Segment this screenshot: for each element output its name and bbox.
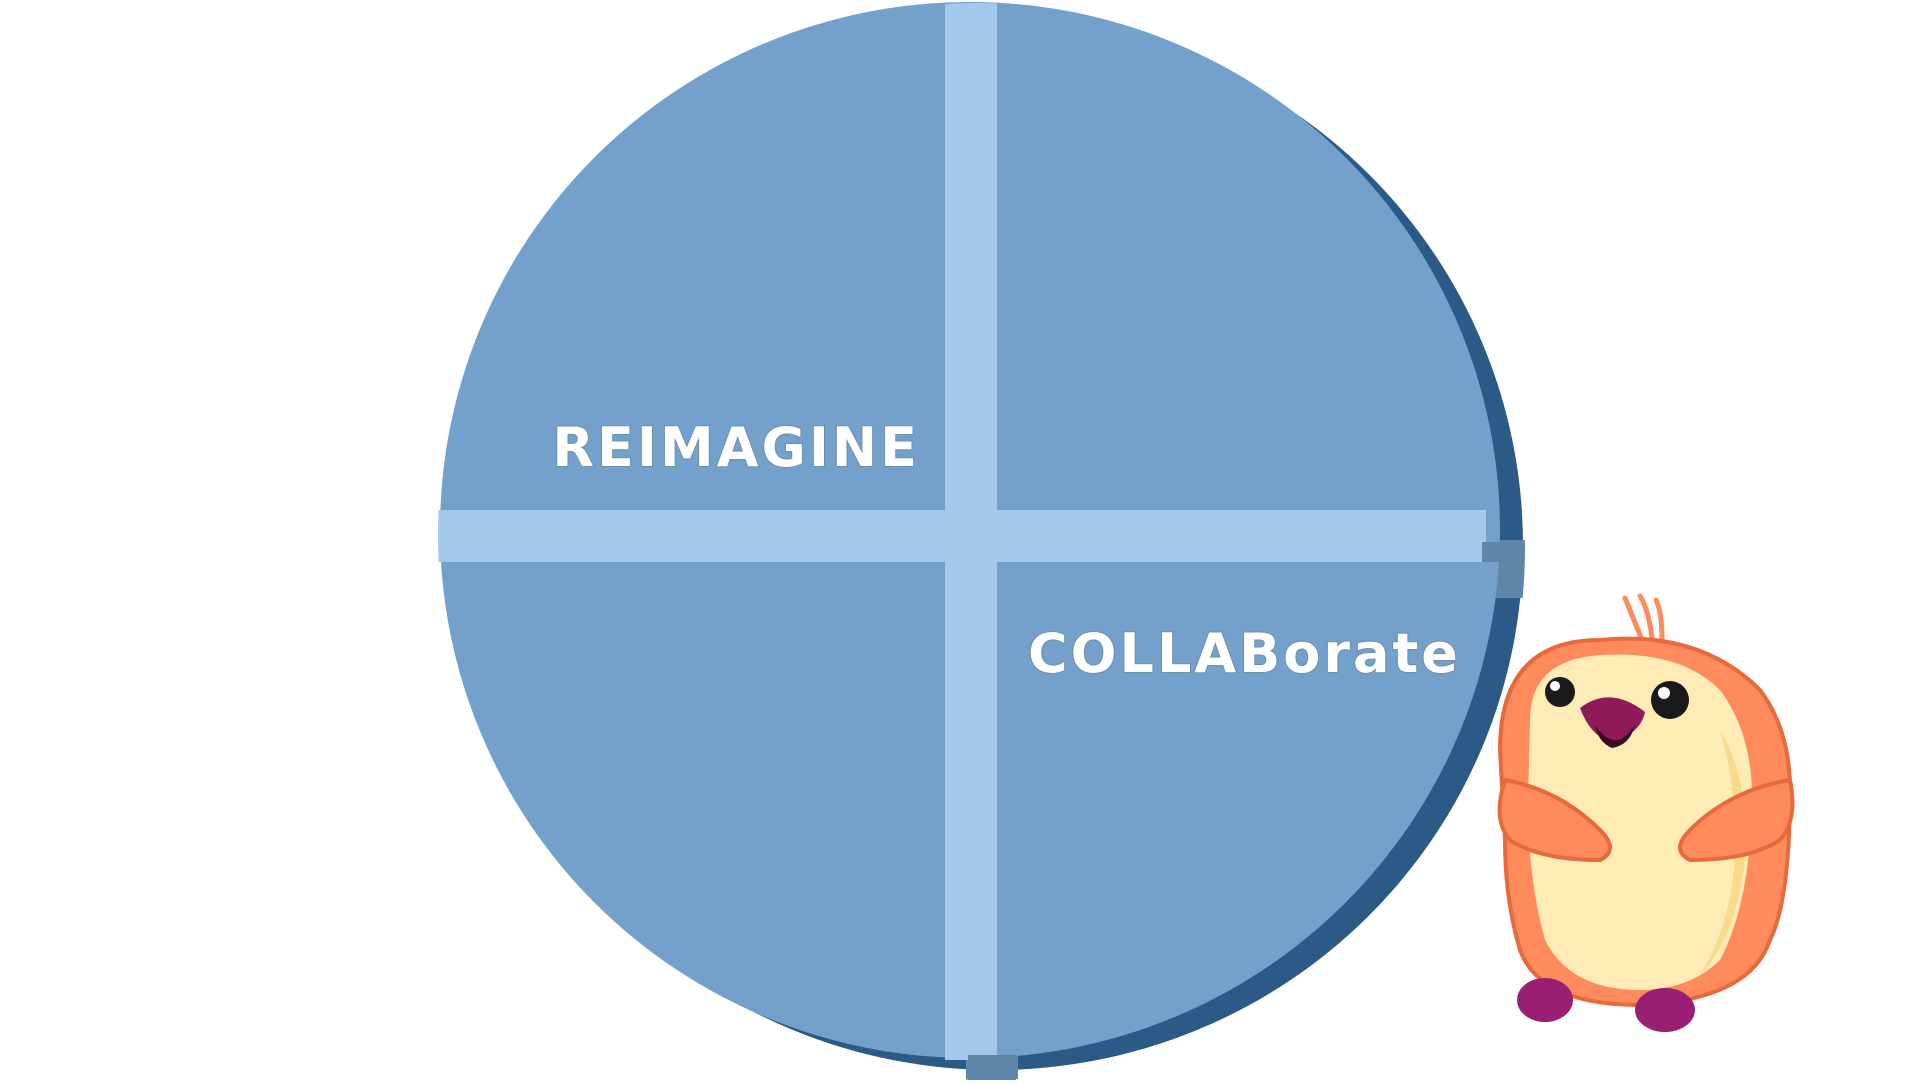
band-edge-right [1482, 542, 1510, 562]
band-edge-bottom [968, 1055, 1016, 1080]
cross-bands [438, 3, 1486, 1060]
label-collaborate: COLLABorate [1028, 622, 1461, 685]
bird-beak [1580, 697, 1645, 742]
orange-bird-mascot-icon [1497, 593, 1795, 1032]
bird-feet [1517, 978, 1695, 1032]
bird-left-eye [1545, 677, 1575, 707]
bird-right-eye [1651, 681, 1689, 719]
label-reimagine: REIMAGINE [552, 416, 920, 479]
horizontal-band [438, 510, 1486, 562]
